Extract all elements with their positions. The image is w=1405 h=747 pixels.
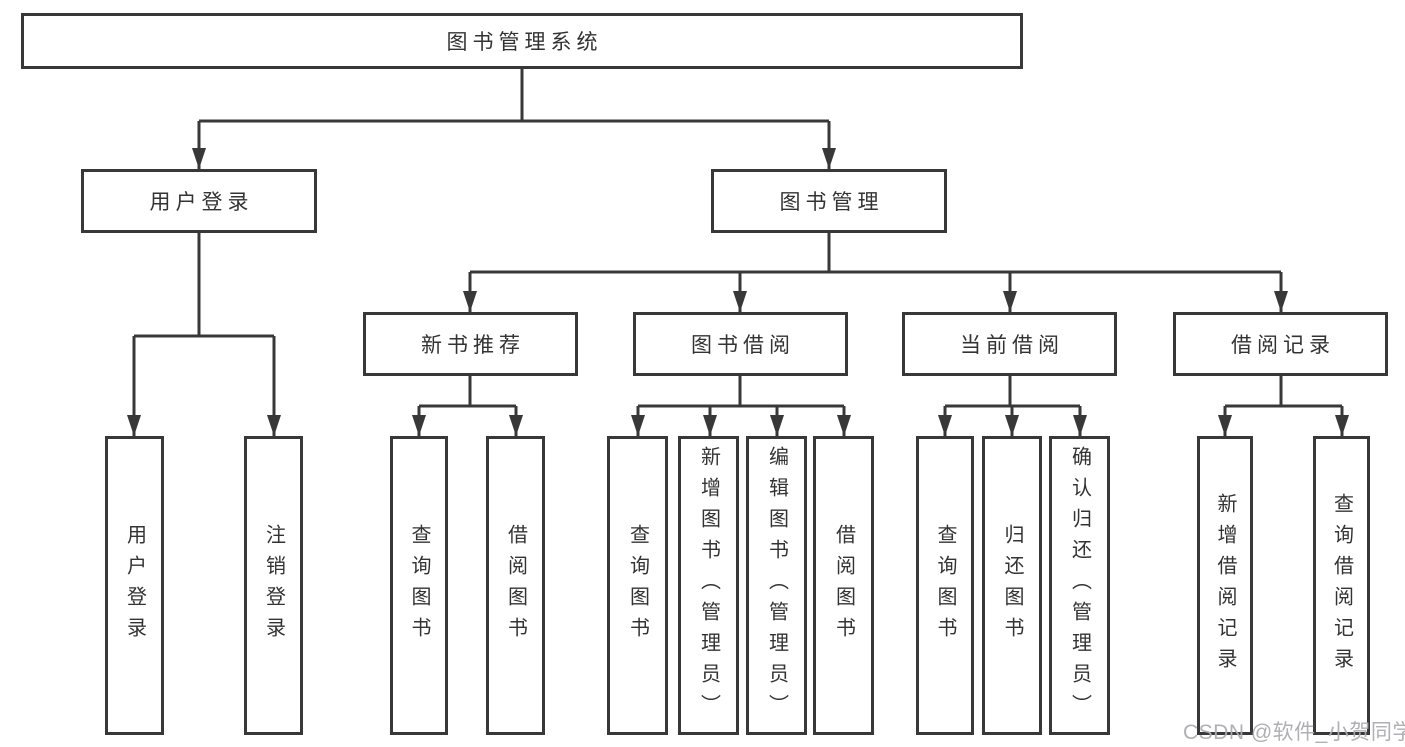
leaf-query-books-current: 查询图书 — [916, 436, 974, 735]
node-book-management: 图书管理 — [711, 169, 947, 233]
node-label: 归还图书 — [1001, 523, 1023, 648]
node-label: 查询图书 — [934, 523, 956, 648]
node-label: 图书管理系统 — [446, 31, 603, 54]
node-label: 图书借阅 — [691, 334, 795, 357]
node-library-system: 图书管理系统 — [21, 13, 1023, 69]
node-current-borrowing: 当前借阅 — [902, 312, 1117, 376]
node-label: 查询图书 — [626, 523, 649, 648]
leaf-logout: 注销登录 — [244, 436, 303, 735]
node-label: 新增借阅记录 — [1214, 492, 1236, 679]
node-label: 编辑图书（管理员） — [765, 446, 788, 725]
node-label: 借阅图书 — [504, 523, 527, 648]
leaf-confirm-return-admin: 确认归还（管理员） — [1049, 436, 1110, 735]
leaf-query-books-borrowing: 查询图书 — [607, 436, 668, 735]
leaf-borrow-books-recommend: 借阅图书 — [486, 436, 545, 735]
csdn-watermark: CSDN @软件_小贺同学 — [1183, 721, 1405, 744]
node-label: 用户登录 — [149, 191, 254, 214]
node-book-borrowing: 图书借阅 — [633, 312, 848, 376]
node-label: 新书推荐 — [421, 334, 525, 357]
node-label: 注销登录 — [262, 523, 285, 648]
leaf-query-books-recommend: 查询图书 — [390, 436, 448, 735]
leaf-borrow-books: 借阅图书 — [813, 436, 874, 735]
node-user-login: 用户登录 — [81, 169, 317, 233]
node-label: 新增图书（管理员） — [697, 446, 720, 725]
leaf-query-borrow-record: 查询借阅记录 — [1313, 436, 1370, 735]
node-label: 当前借阅 — [960, 334, 1064, 357]
leaf-add-borrow-record: 新增借阅记录 — [1197, 436, 1253, 735]
leaf-return-books: 归还图书 — [982, 436, 1042, 735]
node-label: 图书管理 — [779, 191, 884, 214]
node-new-book-recommend: 新书推荐 — [363, 312, 578, 376]
node-label: 用户登录 — [123, 523, 146, 648]
node-label: 确认归还（管理员） — [1068, 446, 1091, 725]
leaf-user-login: 用户登录 — [105, 436, 164, 735]
leaf-add-book-admin: 新增图书（管理员） — [678, 436, 739, 735]
node-label: 借阅记录 — [1231, 334, 1335, 357]
node-borrowing-records: 借阅记录 — [1173, 312, 1388, 376]
node-label: 查询图书 — [408, 523, 430, 648]
node-label: 查询借阅记录 — [1330, 492, 1353, 679]
node-label: 借阅图书 — [832, 523, 855, 648]
leaf-edit-book-admin: 编辑图书（管理员） — [746, 436, 807, 735]
